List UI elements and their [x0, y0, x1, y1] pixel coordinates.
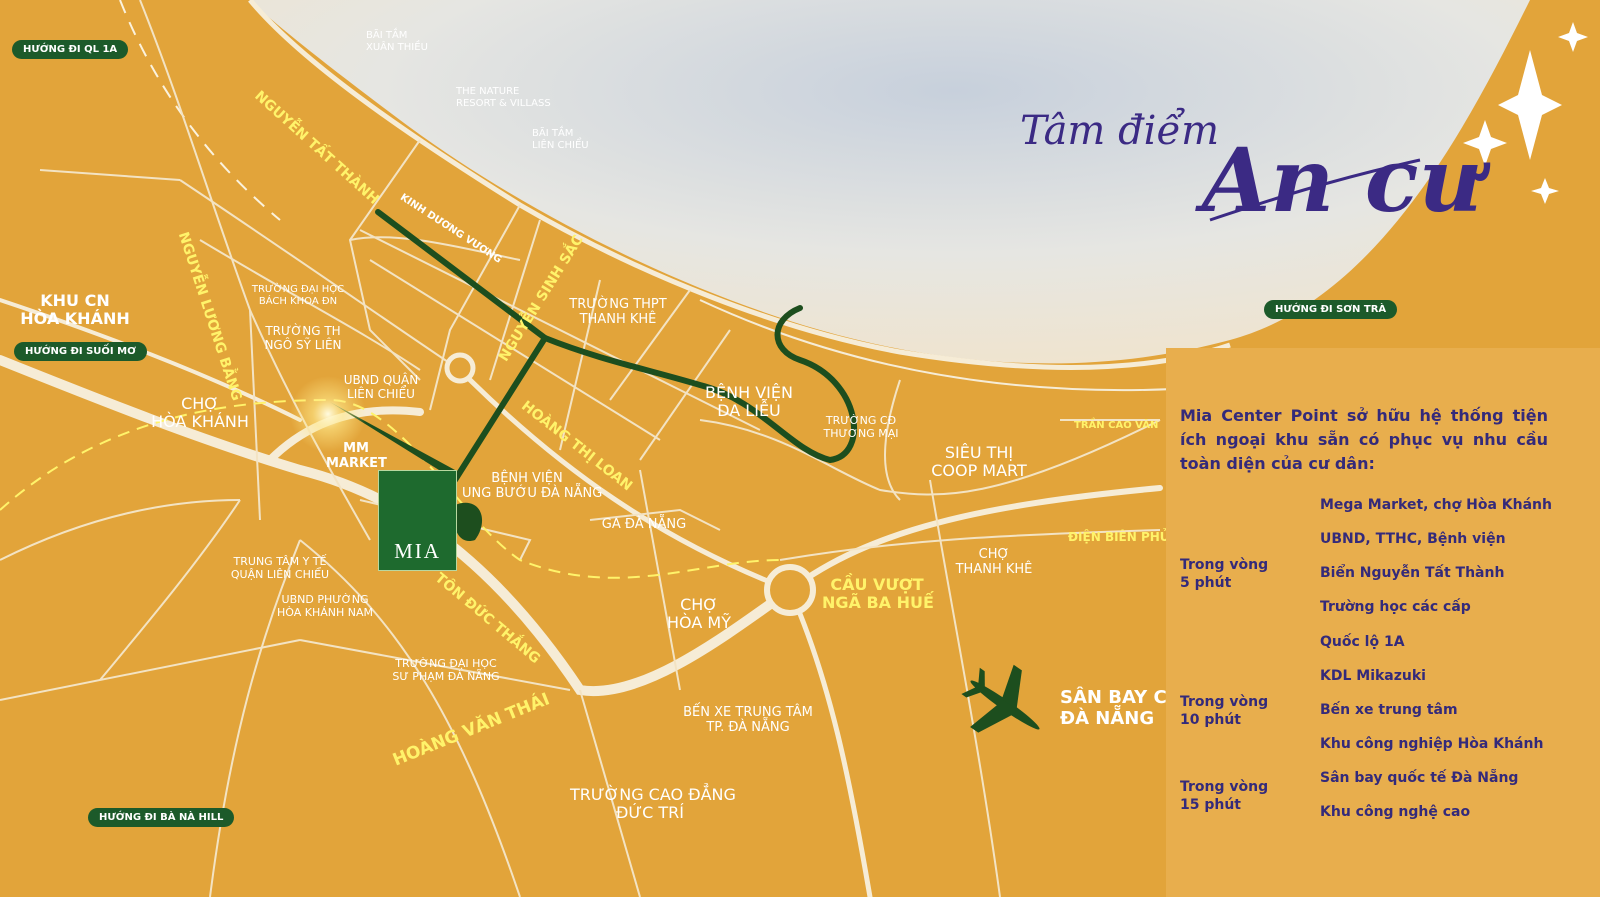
direction-suoi-mo: HƯỚNG ĐI SUỐI MƠ	[14, 342, 147, 361]
group-10-item-2: Bến xe trung tâm	[1320, 702, 1458, 718]
sparkle-icon	[1463, 22, 1588, 204]
street-tran-cao-van: TRẦN CAO VÂN	[1074, 420, 1159, 431]
mia-logo: MIA	[378, 470, 457, 571]
airplane-icon	[961, 664, 1040, 733]
railway	[119, 0, 281, 221]
roundabout-nga-ba-hue	[764, 564, 816, 616]
sea	[250, 0, 1530, 364]
location-glow	[290, 376, 366, 452]
coastline	[248, 0, 1231, 370]
info-panel: Mia Center Point sở hữu hệ thống tiện íc…	[1166, 348, 1600, 897]
group-5-item-1: Mega Market, chợ Hòa Khánh	[1320, 497, 1552, 513]
title-line-1: Tâm điểm	[1020, 108, 1220, 154]
group-5-item-3: Biển Nguyễn Tất Thành	[1320, 565, 1505, 581]
mia-logo-text: MIA	[394, 539, 441, 563]
green-routes	[375, 209, 857, 483]
group-10-item-1: KDL Mikazuki	[1320, 668, 1426, 684]
roundabout-small	[444, 352, 476, 384]
direction-son-tra: HƯỚNG ĐI SƠN TRÀ	[1264, 300, 1398, 319]
group-5-item-4: Trường học các cấp	[1320, 599, 1471, 615]
direction-ba-na-hill: HƯỚNG ĐI BÀ NÀ HILL	[88, 808, 235, 827]
title-line-2: An cư	[1202, 128, 1483, 232]
group-5-item-5: Quốc lộ 1A	[1320, 634, 1405, 650]
place-ga-da-nang: GA ĐÀ NẴNG	[601, 517, 687, 532]
group-5-item-2: UBND, TTHC, Bệnh viện	[1320, 531, 1506, 547]
mia-site-shape	[455, 502, 483, 542]
direction-ql1a: HƯỚNG ĐI QL 1A	[12, 40, 129, 59]
street-dien-bien-phu: ĐIỆN BIÊN PHỦ	[1068, 530, 1170, 544]
group-15-item-1: Sân bay quốc tế Đà Nẵng	[1320, 770, 1519, 786]
district-boundary	[0, 398, 781, 579]
group-15-item-2: Khu công nghệ cao	[1320, 804, 1471, 820]
secondary-roads	[0, 0, 1161, 897]
panel-intro: Mia Center Point sở hữu hệ thống tiện íc…	[1180, 406, 1548, 473]
title-flourish	[1209, 158, 1421, 222]
group-10-item-3: Khu công nghiệp Hòa Khánh	[1320, 736, 1544, 752]
